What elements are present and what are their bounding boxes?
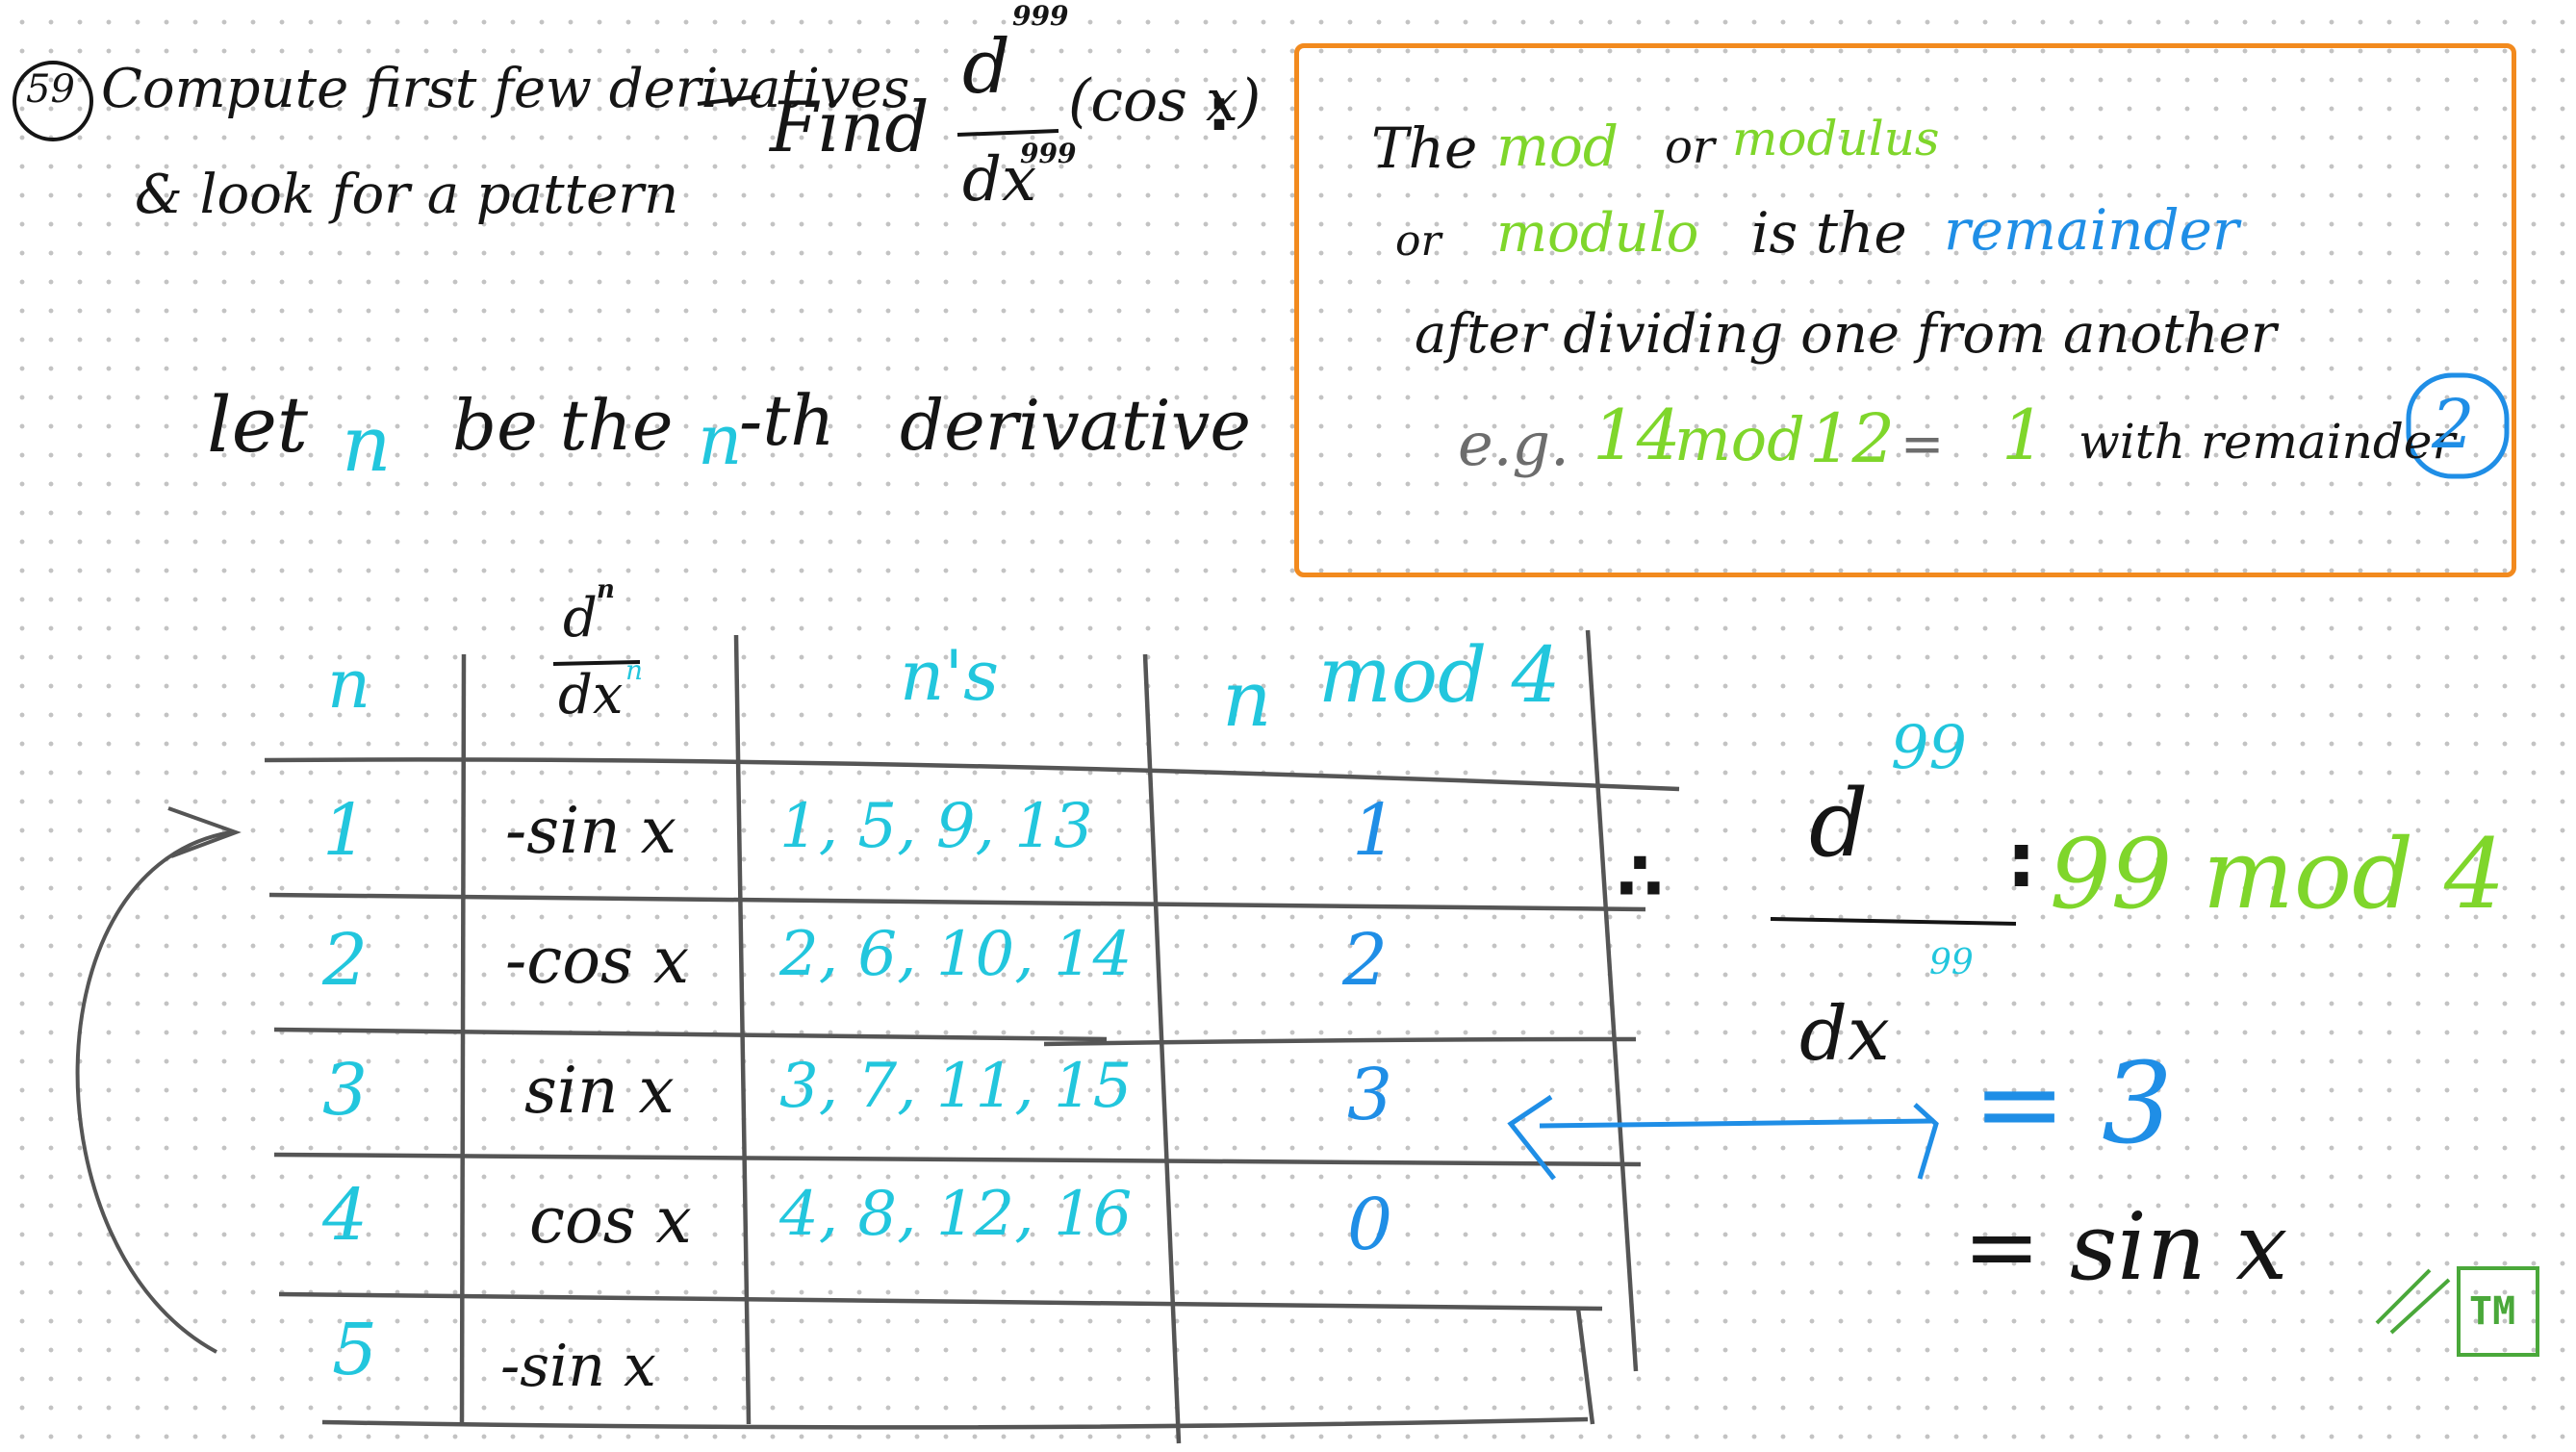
solution-d-bottom: dx	[1799, 991, 1890, 1078]
header-deriv-top: d	[563, 587, 598, 650]
box-ex-remainder-2: 2	[2432, 385, 2475, 464]
loop-arrow-head	[167, 806, 242, 858]
table-hline-5	[278, 1291, 1603, 1312]
table-hline-1	[264, 757, 1680, 792]
table-vline-1	[459, 653, 467, 1425]
header-deriv-bottom-exp: n	[625, 654, 644, 686]
solution-equals-sin: = sin x	[1963, 1193, 2288, 1301]
table-vline-3	[1142, 653, 1182, 1444]
box-ex-equals: =	[1900, 414, 1945, 474]
row2-mod: 2	[1342, 919, 1389, 1002]
green-slash-1	[2375, 1268, 2432, 1325]
row5-deriv: -sin x	[500, 1333, 656, 1400]
box-remainder: remainder	[1944, 197, 2239, 263]
header-fraction-bar	[552, 660, 641, 666]
box-mod: mod	[1496, 114, 1620, 179]
table-vline-4	[1585, 629, 1639, 1372]
box-after-dividing: after dividing one from another	[1415, 303, 2277, 366]
therefore-symbol: ∴	[1617, 837, 1664, 916]
box-ex-12: 12	[1809, 399, 1896, 478]
row1-n: 1	[322, 789, 369, 872]
row3-ns: 3, 7, 11, 15	[779, 1051, 1133, 1122]
let-derivative: derivative	[900, 385, 1251, 466]
row3-mod: 3	[1347, 1054, 1393, 1136]
table-hline-3a	[273, 1027, 1108, 1042]
table-hline-2	[268, 892, 1646, 912]
tm-mark: TM	[2469, 1289, 2516, 1334]
tm-box	[2457, 1266, 2539, 1357]
row5-n: 5	[332, 1309, 378, 1391]
let-n-th-n: n	[698, 399, 743, 480]
solution-fraction-bar	[1770, 917, 2017, 926]
problem-text-line2: & look for a pattern	[135, 164, 679, 226]
table-hline-6	[321, 1416, 1589, 1430]
table-vline-2	[733, 634, 752, 1425]
header-deriv-top-exp: n	[597, 575, 615, 604]
row1-mod: 1	[1352, 789, 1398, 872]
header-n: n	[327, 645, 371, 724]
row3-deriv: sin x	[524, 1054, 675, 1128]
header-ns: n's	[900, 635, 1000, 716]
header-deriv-bottom: dx	[558, 664, 624, 726]
box-ex-14: 14	[1593, 395, 1681, 475]
d-bottom-exponent: 999	[1020, 138, 1077, 169]
row4-deriv: cos x	[529, 1184, 692, 1258]
let-n: n	[342, 399, 392, 489]
fraction-bar-999	[956, 129, 1059, 137]
loop-arrow-curve	[75, 830, 232, 1354]
mod-definition-box	[1294, 43, 2516, 577]
problem-text-line1: Compute first few derivatives	[101, 58, 910, 120]
let-th: -th	[739, 380, 835, 461]
table-vline-5	[1575, 1308, 1595, 1425]
box-ex-mod: mod	[1674, 404, 1805, 474]
blue-arrow-shaft	[1539, 1118, 1935, 1129]
solution-mod-expr: 99 mod 4	[2050, 818, 2506, 930]
d-top-exponent: 999	[1012, 0, 1069, 32]
row2-n: 2	[322, 919, 369, 1002]
header-nmod-mod4: mod 4	[1318, 630, 1561, 720]
d-bottom: dx	[962, 144, 1037, 216]
let-word: let	[207, 380, 309, 470]
row2-ns: 2, 6, 10, 14	[779, 919, 1133, 990]
box-or-1: or	[1665, 120, 1715, 174]
box-modulus: modulus	[1732, 111, 1940, 166]
header-nmod-n: n	[1222, 654, 1272, 744]
solution-d-top: d	[1809, 770, 1869, 878]
blue-arrow-left-head	[1507, 1094, 1556, 1181]
box-modulo: modulo	[1496, 202, 1699, 265]
box-the: The	[1371, 115, 1478, 181]
problem-number-circle	[13, 61, 93, 141]
box-or-2: or	[1395, 217, 1441, 266]
d-top: d	[962, 24, 1010, 111]
box-ex-1: 1	[2002, 395, 2046, 475]
row3-n: 3	[322, 1049, 369, 1132]
row4-mod: 0	[1347, 1184, 1393, 1266]
let-be-the: be the	[452, 385, 674, 466]
remainder-circle	[2406, 372, 2510, 479]
function-cos: (cos x)	[1068, 67, 1262, 135]
row1-ns: 1, 5, 9, 13	[779, 791, 1093, 862]
row1-deriv: -sin x	[505, 794, 676, 868]
find-colon: :	[1208, 77, 1231, 144]
solution-colon: :	[2006, 818, 2037, 904]
box-eg: e.g.	[1458, 409, 1569, 479]
blue-arrow-right-head	[1913, 1103, 1939, 1180]
solution-d-bottom-exp: 99	[1929, 943, 1974, 982]
find-label: Find	[770, 87, 930, 167]
row4-ns: 4, 8, 12, 16	[779, 1179, 1133, 1250]
problem-number: 59	[26, 67, 75, 112]
box-is-the: is the	[1751, 200, 1907, 266]
box-with-remainder: with remainder	[2079, 414, 2456, 470]
table-hline-3b	[1043, 1036, 1637, 1047]
solution-equals-3: = 3	[1973, 1039, 2173, 1169]
green-slash-2	[2389, 1278, 2451, 1335]
row2-deriv: -cos x	[505, 924, 690, 998]
table-hline-4	[273, 1152, 1642, 1167]
dash-stroke	[697, 94, 761, 106]
solution-d-top-exp: 99	[1891, 712, 1967, 782]
row4-n: 4	[322, 1174, 369, 1257]
